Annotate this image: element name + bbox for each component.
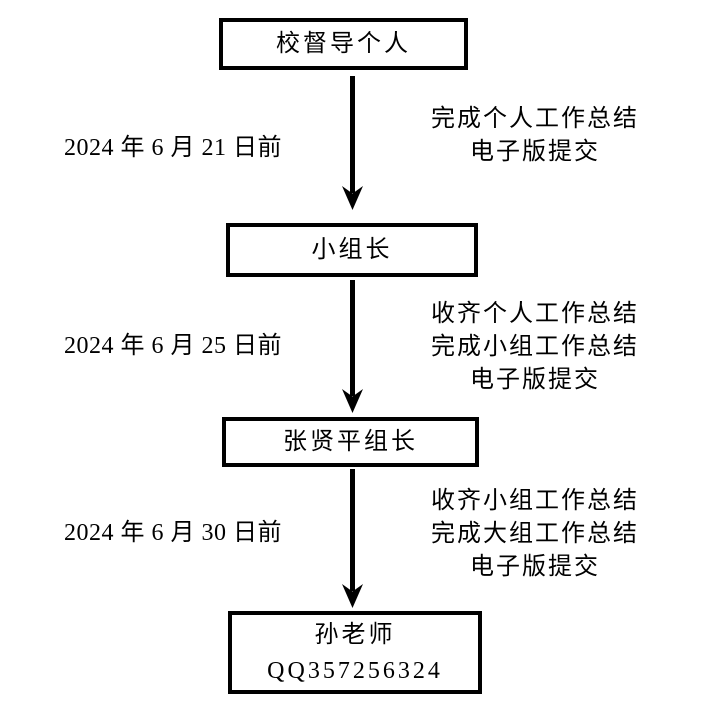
deadline-label: 2024 年 6 月 25 日前 — [64, 333, 282, 359]
flow-node-supervisor-individual: 校督导个人 — [219, 18, 468, 70]
task-line: 收齐个人工作总结 — [431, 301, 639, 327]
flow-node-label: 小组长 — [311, 237, 393, 263]
task-line: 电子版提交 — [470, 139, 600, 165]
arrow-down-icon — [340, 469, 365, 608]
task-description: 完成个人工作总结 电子版提交 — [390, 103, 680, 169]
task-line: 完成小组工作总结 — [431, 334, 639, 360]
flow-node-small-group-leader: 小组长 — [226, 223, 478, 277]
task-line: 收齐小组工作总结 — [431, 488, 639, 514]
deadline-label: 2024 年 6 月 30 日前 — [64, 520, 282, 546]
deadline-label: 2024 年 6 月 21 日前 — [64, 135, 282, 161]
flow-node-label: 校督导个人 — [276, 31, 411, 57]
arrow-down-icon — [340, 76, 365, 210]
flow-node-qq-number: QQ357256324 — [267, 657, 443, 684]
arrow-down-icon — [340, 280, 365, 413]
task-description: 收齐个人工作总结 完成小组工作总结 电子版提交 — [390, 298, 680, 397]
task-line: 电子版提交 — [470, 367, 600, 393]
task-description: 收齐小组工作总结 完成大组工作总结 电子版提交 — [390, 485, 680, 584]
task-line: 完成大组工作总结 — [431, 521, 639, 547]
flow-node-label: 张贤平组长 — [283, 429, 418, 455]
task-line: 电子版提交 — [470, 554, 600, 580]
flow-node-zhang-xianping-leader: 张贤平组长 — [222, 417, 479, 467]
task-line: 完成个人工作总结 — [431, 106, 639, 132]
flow-node-label: 孙老师 — [314, 621, 396, 648]
flow-node-teacher-sun: 孙老师 QQ357256324 — [228, 611, 482, 694]
